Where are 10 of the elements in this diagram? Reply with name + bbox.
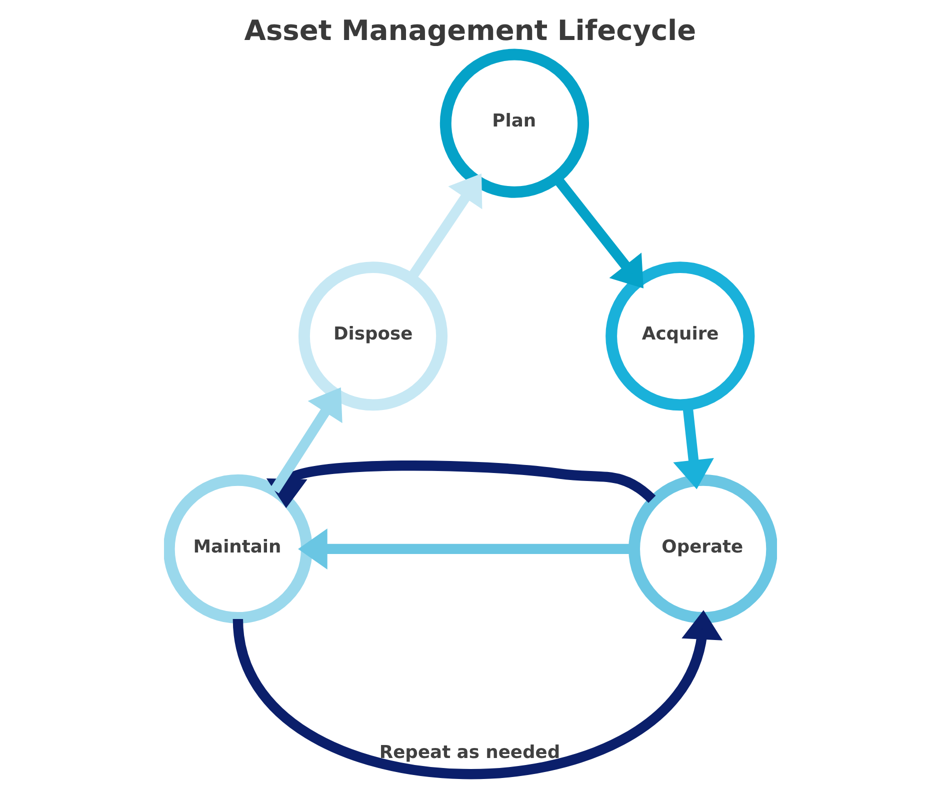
node-circle: Acquire <box>605 262 754 411</box>
diagram-title: Asset Management Lifecycle <box>244 14 696 47</box>
node-circle: Operate <box>628 474 776 624</box>
arrow <box>270 387 342 494</box>
node-circle: Maintain <box>164 474 312 624</box>
node-circle: Plan <box>439 48 589 198</box>
edge-label: Repeat as needed <box>378 742 560 764</box>
node-circle: Dispose <box>298 262 448 411</box>
arrow <box>266 460 656 508</box>
arrow <box>232 610 722 779</box>
